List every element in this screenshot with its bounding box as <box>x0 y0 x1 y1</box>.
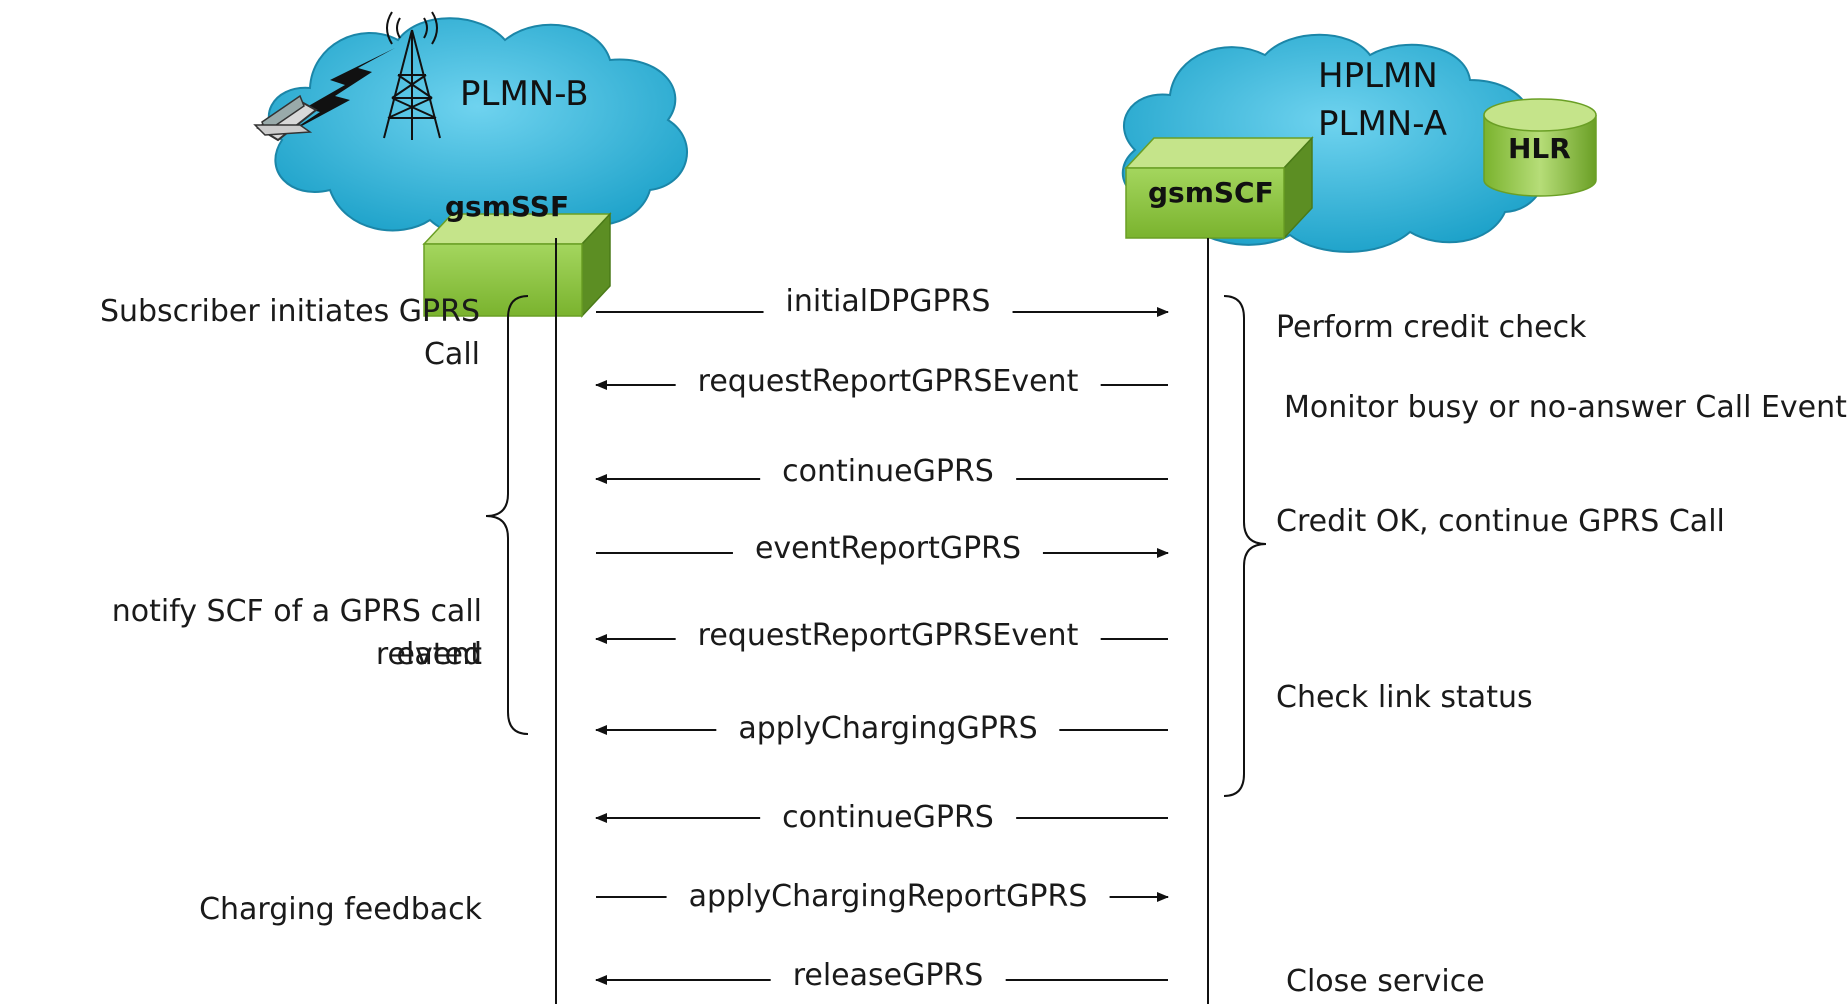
left-brace <box>485 295 529 735</box>
right-brace <box>1223 295 1267 797</box>
left-note-3: Charging feedback <box>199 892 482 927</box>
message-label: continueGPRS <box>760 452 1016 492</box>
gsmscf-node <box>1124 136 1314 240</box>
right-note-5: Close service <box>1286 964 1485 999</box>
wireless-link-icon <box>285 48 395 135</box>
left-network-title: PLMN-B <box>460 74 589 114</box>
right-note-3: Credit OK, continue GPRS Call <box>1276 504 1725 539</box>
message-label: releaseGPRS <box>770 956 1006 996</box>
message-label: applyChargingGPRS <box>716 709 1060 749</box>
left-note-1-line2: Call <box>423 337 480 372</box>
message-label: initialDPGPRS <box>763 282 1013 322</box>
hlr-label: HLR <box>1508 132 1571 165</box>
right-network-title-line2: PLMN-A <box>1318 104 1447 144</box>
left-note-1-line1: Subscriber initiates GPRS <box>99 294 480 329</box>
message-label: requestReportGPRSEvent <box>675 362 1101 402</box>
mobile-phone-icon <box>253 94 318 142</box>
right-note-2: Monitor busy or no-answer Call Event <box>1284 390 1847 425</box>
right-network-title-line1: HPLMN <box>1318 56 1438 96</box>
left-note-2-line2: event <box>396 637 482 672</box>
right-note-1: Perform credit check <box>1276 310 1587 345</box>
message-label: continueGPRS <box>760 798 1016 838</box>
gsmscf-label: gsmSCF <box>1148 176 1274 209</box>
message-label: applyChargingReportGPRS <box>666 877 1110 917</box>
gsmssf-node <box>422 212 612 318</box>
message-label: requestReportGPRSEvent <box>675 616 1101 656</box>
antenna-tower-icon <box>383 11 441 140</box>
message-label: eventReportGPRS <box>732 529 1044 569</box>
gsmssf-label: gsmSSF <box>445 190 570 223</box>
hlr-database-icon <box>1483 98 1597 197</box>
left-note-2-line1: notify SCF of a GPRS call related <box>111 594 482 672</box>
right-note-4: Check link status <box>1276 680 1533 715</box>
